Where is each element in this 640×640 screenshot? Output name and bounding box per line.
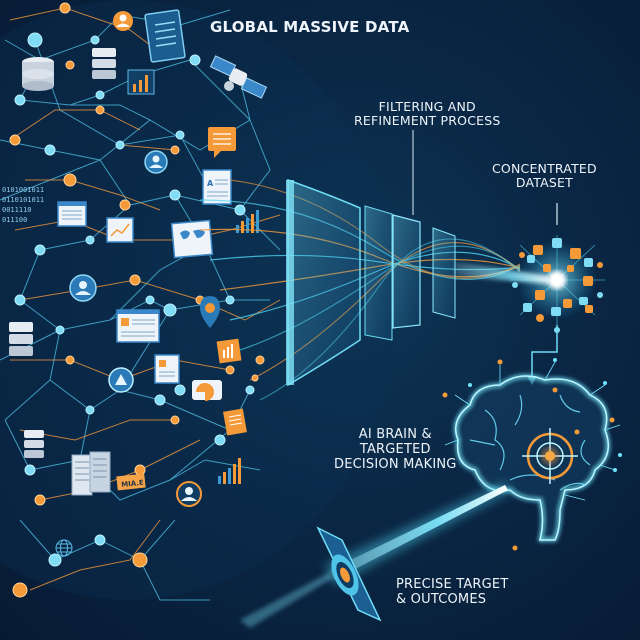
svg-text:0101001011: 0101001011 <box>2 186 44 194</box>
bar-chart-icon <box>127 69 155 95</box>
world-map-icon <box>170 219 214 259</box>
crosshair-icon <box>522 428 578 484</box>
stage-label-ai-brain: AI BRAIN & TARGETED DECISION MAKING <box>334 427 457 473</box>
location-pin-icon <box>200 296 220 328</box>
svg-text:A: A <box>207 179 214 188</box>
brain-icon <box>442 358 622 551</box>
binary-data-text: 0101001011 0110101011 0011110 011100 <box>2 186 44 224</box>
bar-chart-icon <box>218 458 241 484</box>
label-line: AI BRAIN & <box>358 427 432 442</box>
server-icon <box>24 430 44 458</box>
filter-panel <box>364 205 393 341</box>
stage-label-concentrated-dataset: CONCENTRATED DATASET <box>492 161 597 191</box>
filter-panel <box>432 227 456 319</box>
user-profile-icon <box>176 481 202 507</box>
svg-text:0110101011: 0110101011 <box>2 196 44 204</box>
stage-label-filtering: FILTERING AND REFINEMENT PROCESS <box>354 99 501 129</box>
document-icon <box>154 354 180 384</box>
svg-text:MIA.E: MIA.E <box>121 479 144 489</box>
filter-panel-large <box>287 178 361 387</box>
label-line: REFINEMENT PROCESS <box>354 113 501 129</box>
svg-text:0011110: 0011110 <box>2 206 32 214</box>
document-icon <box>116 309 160 343</box>
document-icon <box>144 9 186 63</box>
user-profile-icon <box>144 150 168 174</box>
satellite-icon <box>209 55 268 99</box>
document-icon: A <box>202 169 232 205</box>
label-line: FILTERING AND <box>378 99 476 114</box>
data-tag-label: MIA.E <box>116 473 146 491</box>
server-icon <box>9 322 33 356</box>
label-line: DATASET <box>515 175 573 191</box>
chat-bubble-icon <box>208 127 236 158</box>
server-rack-icon <box>71 451 111 496</box>
title-global-massive-data: GLOBAL MASSIVE DATA <box>210 18 410 36</box>
document-icon <box>223 408 247 436</box>
server-icon <box>92 48 116 79</box>
concentrated-dataset-cluster <box>455 203 605 385</box>
label-line: PRECISE TARGET <box>396 577 509 592</box>
stage-label-precise-target: PRECISE TARGET & OUTCOMES <box>396 577 509 608</box>
filtering-funnel <box>199 130 521 401</box>
label-line: TARGETED <box>359 441 431 457</box>
label-line: DECISION MAKING <box>334 456 457 472</box>
triangle-node-icon <box>108 367 134 393</box>
global-data-network <box>0 0 400 601</box>
document-icon <box>57 201 87 227</box>
filter-panel <box>392 214 421 329</box>
svg-text:011100: 011100 <box>2 216 27 224</box>
label-line: & OUTCOMES <box>396 591 487 607</box>
globe-icon <box>55 539 73 557</box>
label-line: CONCENTRATED <box>492 161 597 176</box>
user-profile-icon <box>69 274 97 302</box>
bar-chart-icon <box>216 338 242 364</box>
user-profile-icon <box>113 11 133 31</box>
bullseye-target-icon <box>316 526 382 622</box>
bar-chart-icon <box>106 217 134 243</box>
pie-chart-icon <box>192 380 222 401</box>
decision-beam <box>240 482 510 628</box>
database-icon <box>22 57 54 91</box>
